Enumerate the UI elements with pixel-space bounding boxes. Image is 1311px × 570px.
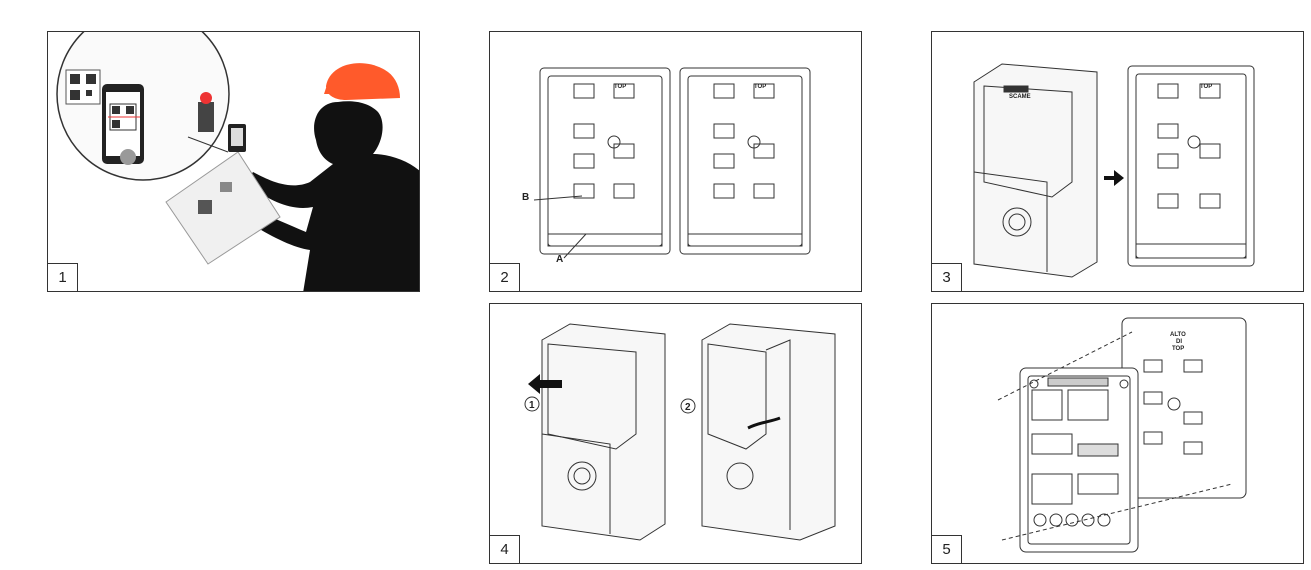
brand-marking: SCAME (1009, 94, 1031, 100)
callout-b: B (522, 192, 530, 203)
callout-a: A (556, 254, 564, 265)
open-enclosure (1019, 367, 1139, 553)
top-marking: TOP (1172, 346, 1185, 352)
top-marking: TOP (1200, 84, 1213, 90)
step-number: 4 (490, 535, 520, 563)
technician-scanning-illustration (56, 32, 419, 291)
internal-wiring-illustration (997, 317, 1247, 553)
step-2-panel: B A TOP TOP 2 (489, 31, 862, 292)
back-plate (1121, 317, 1247, 499)
arrow-right (1104, 170, 1124, 186)
back-box-left (539, 67, 671, 255)
charger-and-box-illustration (973, 63, 1255, 278)
step-4-panel: 1 2 4 (489, 303, 862, 564)
step-3-panel: SCAME TOP 3 (931, 31, 1304, 292)
step-circle-two (680, 398, 696, 414)
step-circle-one (524, 396, 540, 412)
step-1-panel: 1 (47, 31, 420, 292)
alto-marking: ALTO (1170, 332, 1186, 338)
top-marking-left: TOP (614, 84, 627, 90)
top-marking-right: TOP (754, 84, 767, 90)
step-number: 2 (490, 263, 520, 291)
step-5-panel: ALTO DI TOP 5 (931, 303, 1304, 564)
orange-cap (326, 63, 400, 100)
arrow-left (528, 374, 562, 394)
step-one-label: 1 (529, 400, 535, 411)
charger-closed (541, 323, 666, 541)
back-box-right (679, 67, 811, 255)
step-number: 3 (932, 263, 962, 291)
arrow-curve (747, 416, 781, 430)
step-two-label: 2 (685, 402, 691, 413)
charger-opening (701, 323, 836, 541)
cover-removal-illustration (524, 323, 836, 541)
step-number: 1 (48, 263, 78, 291)
manual-sheet (165, 151, 281, 265)
back-box-illustration (533, 67, 811, 259)
technician-silhouette (232, 101, 419, 291)
back-box (1127, 65, 1255, 267)
step-number: 5 (932, 535, 962, 563)
di-marking: DI (1176, 339, 1182, 345)
charger-unit (973, 63, 1098, 278)
